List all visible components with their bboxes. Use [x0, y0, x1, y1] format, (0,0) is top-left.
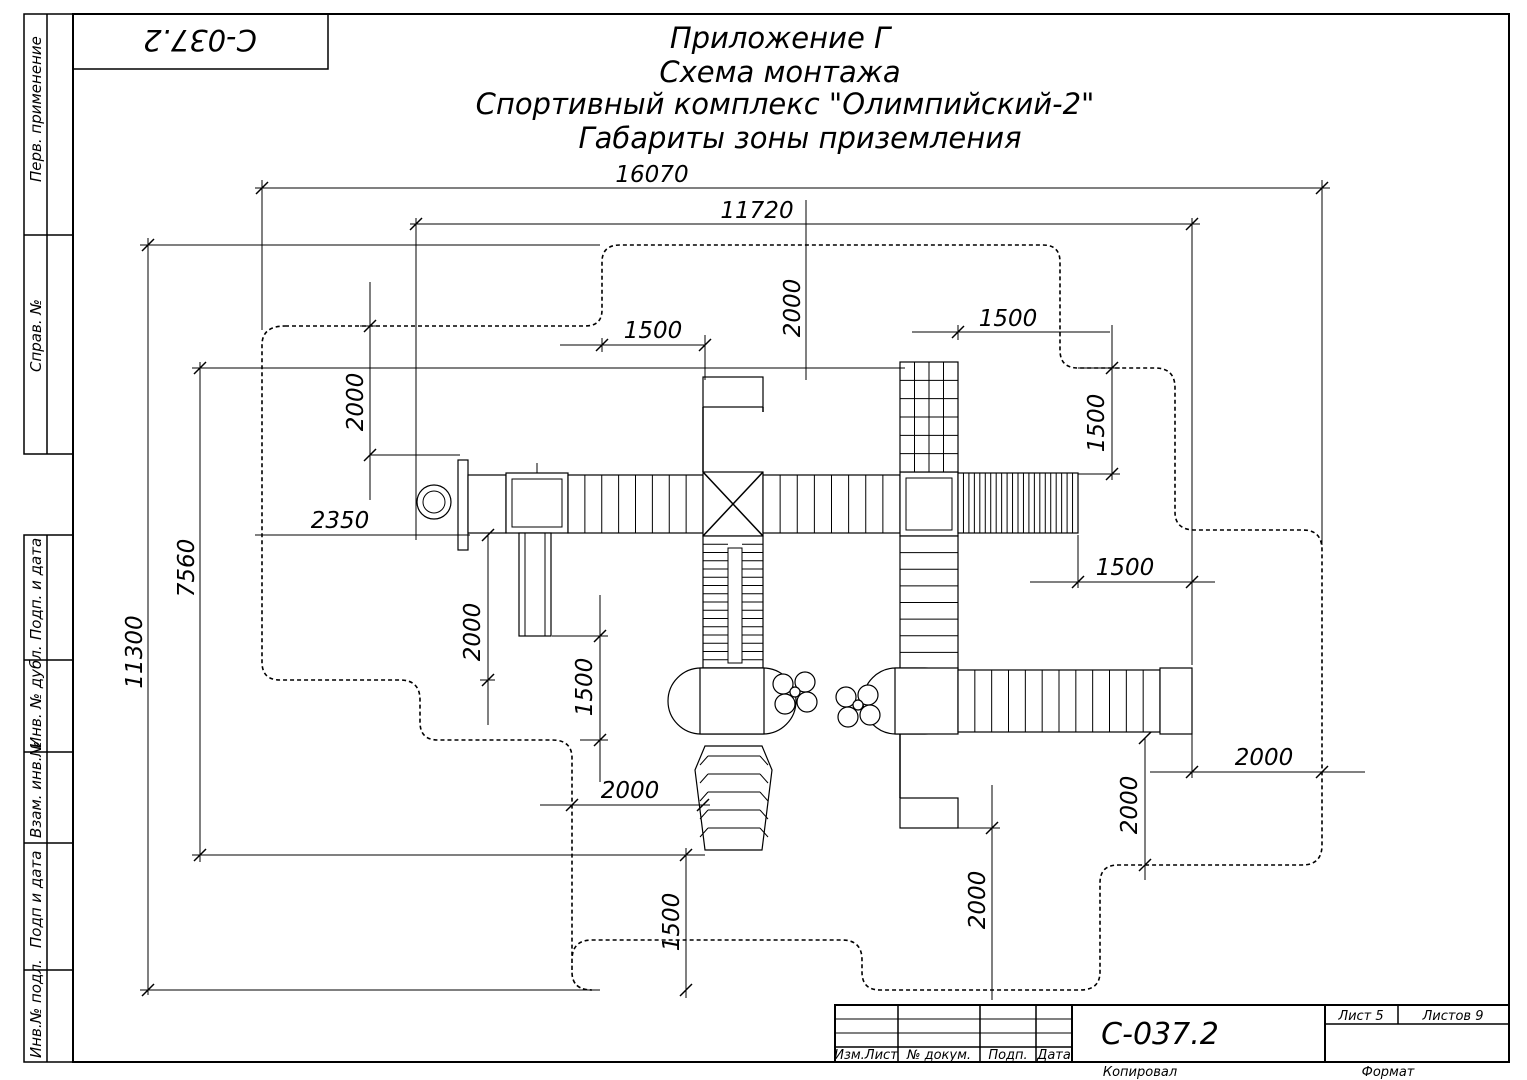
title-block-format: Формат: [1362, 1065, 1415, 1080]
dimension-lines: [140, 180, 1365, 1000]
chain-link: [759, 755, 769, 766]
bottom-panel-right: [899, 797, 959, 829]
tube-end-inner: [422, 490, 446, 514]
title-block-izm-list: Изм.Лист: [834, 1048, 898, 1063]
title-block-dokum: № докум.: [906, 1048, 971, 1063]
dim-bottom-right-gap: 2000: [965, 871, 991, 930]
dim-bottom-left-offset: 2000: [601, 778, 660, 804]
dim-top-right-offset: 1500: [979, 306, 1038, 332]
equipment-plan: [416, 361, 1193, 851]
dim-frame-height: 7560: [174, 539, 200, 598]
dim-right-lower-gap: 2000: [1117, 776, 1143, 835]
flower-left: [772, 671, 818, 715]
chain-link: [759, 791, 769, 802]
side-label-perv-primenenie: Перв. применение: [27, 36, 45, 182]
landing-zone-outline: [261, 244, 1323, 991]
side-label-vzam-inv: Взам. инв.№: [27, 741, 45, 838]
top-stamp-code: С-037.2: [143, 23, 257, 57]
lower-right-end-bar: [1159, 667, 1193, 735]
title-complex: Спортивный комплекс "Олимпийский-2": [476, 87, 1095, 121]
title-block-code: С-037.2: [1101, 1017, 1219, 1052]
title-block-data: Дата: [1036, 1048, 1071, 1063]
dim-right-top-gap: 1500: [1084, 394, 1110, 453]
side-labels: Перв. применение Справ. № Подп. и дата И…: [27, 36, 45, 1058]
side-label-sprav-no: Справ. №: [27, 299, 45, 372]
drawing-frame: [23, 13, 1510, 1063]
slide: [518, 532, 552, 637]
title-block-sheets: Листов 9: [1422, 1009, 1484, 1024]
title-block-sheet: Лист 5: [1337, 1009, 1383, 1024]
dim-top-gap: 2000: [780, 279, 806, 338]
side-label-inv-dubl: Инв. № дубл.: [27, 645, 45, 748]
side-label-inv-podl: Инв.№ подл.: [27, 959, 45, 1058]
tube-end-outer: [416, 484, 452, 520]
chain-link: [759, 773, 769, 784]
dim-frame-width: 11720: [720, 198, 793, 224]
chain-link: [699, 773, 709, 784]
dim-left-offset: 2350: [311, 508, 370, 534]
left-tunnel: [467, 474, 507, 534]
title-scheme: Схема монтажа: [659, 55, 900, 89]
dim-overall-height: 11300: [122, 615, 148, 688]
dim-slide-gap: 2000: [460, 603, 486, 662]
dim-right-bottom-offset: 2000: [1235, 745, 1294, 771]
chain-link: [759, 809, 769, 820]
dim-left-top-gap: 2000: [343, 373, 369, 432]
chain-link: [699, 827, 709, 838]
chain-link: [699, 791, 709, 802]
top-panel-center: [702, 376, 764, 408]
titles: Приложение Г Схема монтажа Спортивный ко…: [476, 21, 1095, 155]
title-block: Изм.Лист № докум. Подп. Дата С-037.2 Лис…: [834, 1004, 1510, 1080]
side-label-podp-data-top: Подп. и дата: [27, 538, 45, 640]
dim-bottom-gap: 1500: [659, 893, 685, 952]
dim-right-mid-offset: 1500: [1096, 555, 1155, 581]
title-block-copied: Копировал: [1103, 1065, 1177, 1080]
dim-overall-width: 16070: [615, 162, 688, 188]
dimension-ticks: [141, 181, 1329, 997]
chain-link: [759, 827, 769, 838]
title-block-podp: Подп.: [988, 1048, 1027, 1063]
left-end-post: [457, 459, 469, 551]
dim-lower-left-gap: 1500: [572, 658, 598, 717]
right-tower: [899, 471, 959, 537]
title-zone: Габариты зоны приземления: [578, 121, 1021, 155]
chain-ladder-bottom: [694, 745, 773, 851]
chain-link: [699, 809, 709, 820]
title-appendix: Приложение Г: [670, 21, 893, 55]
chain-link: [699, 755, 709, 766]
flower-right: [835, 684, 881, 728]
dim-top-left-offset: 1500: [624, 318, 683, 344]
top-stamp: С-037.2: [72, 13, 329, 70]
dimension-labels: 16070 11720 11300 7560 1500 2000 2000 23…: [122, 162, 1293, 951]
left-platform: [505, 472, 569, 534]
side-label-podp-data-bottom: Подп и дата: [27, 851, 45, 948]
